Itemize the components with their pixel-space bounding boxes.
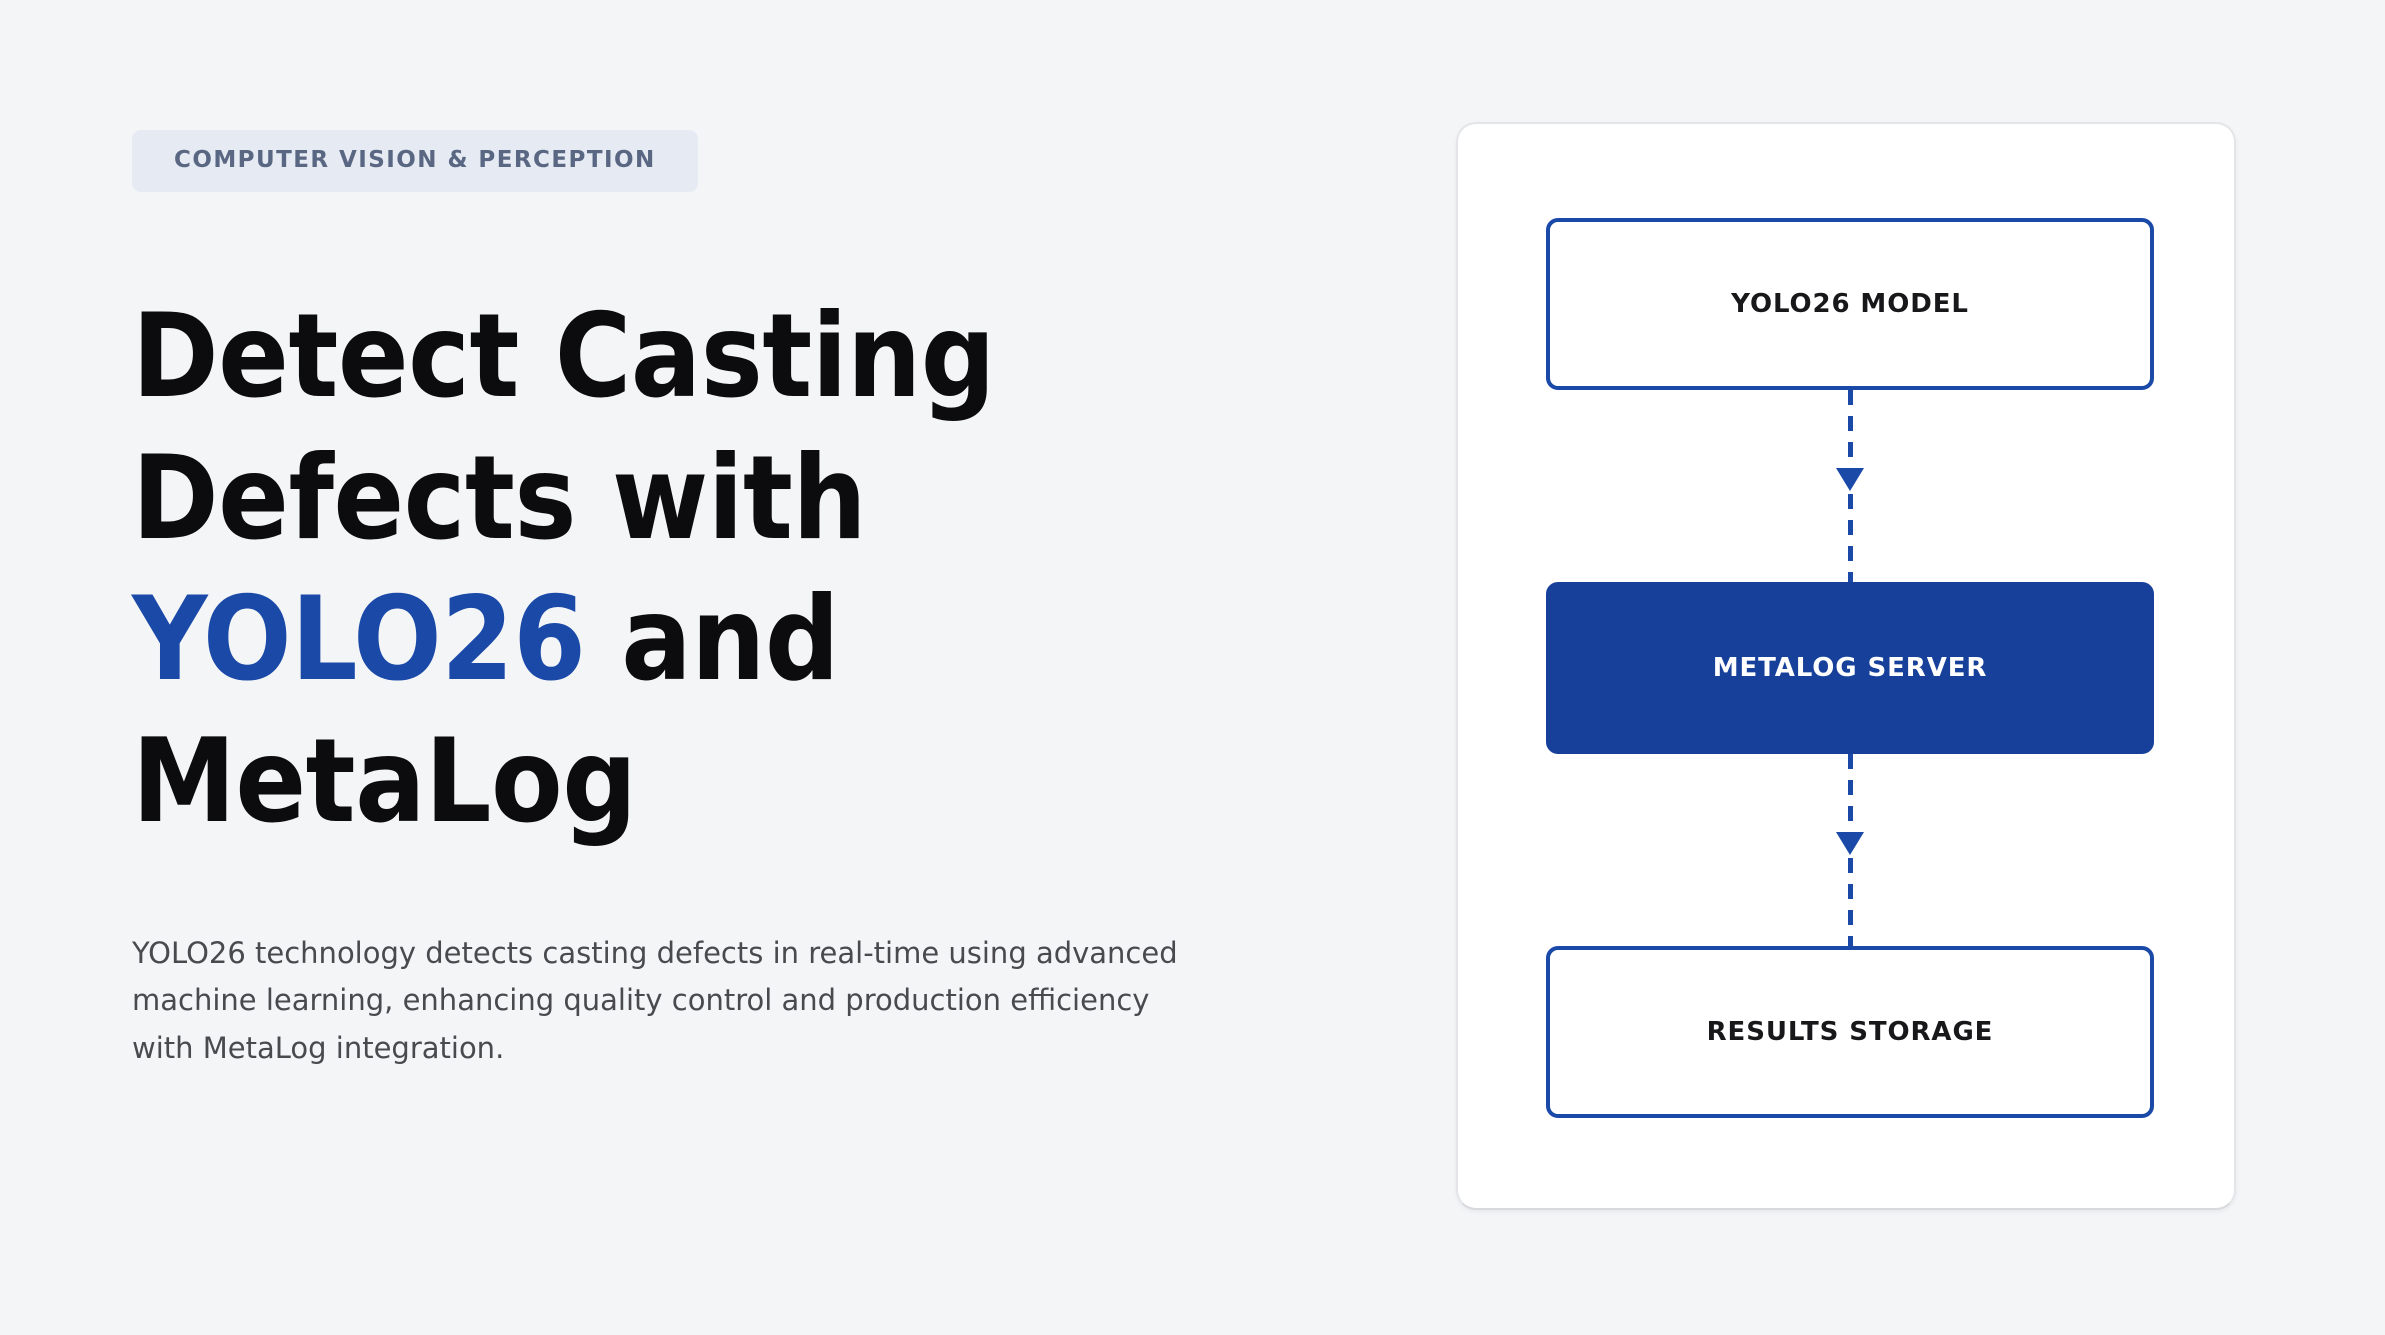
title-line-2: Defects with bbox=[132, 430, 867, 566]
title-line-1: Detect Casting bbox=[132, 289, 996, 424]
title-after-highlight: and bbox=[621, 572, 840, 708]
arrow-down-icon bbox=[1836, 468, 1864, 491]
flow-connector-2 bbox=[1836, 754, 1864, 946]
flow-diagram: YOLO26 MODEL METALOG SERVER RESULTS STOR… bbox=[1546, 218, 2154, 1118]
title-line-4: MetaLog bbox=[132, 713, 637, 849]
title-highlight-yolo26: YOLO26 bbox=[132, 572, 622, 708]
flow-connector-1 bbox=[1836, 390, 1864, 582]
category-badge: COMPUTER VISION & PERCEPTION bbox=[132, 130, 698, 192]
architecture-diagram-card: YOLO26 MODEL METALOG SERVER RESULTS STOR… bbox=[1456, 122, 2236, 1210]
hero-text-column: COMPUTER VISION & PERCEPTION Detect Cast… bbox=[132, 130, 1312, 1072]
arrow-down-icon bbox=[1836, 832, 1864, 855]
flow-node-results-storage[interactable]: RESULTS STORAGE bbox=[1546, 946, 2154, 1118]
flow-node-yolo26-model[interactable]: YOLO26 MODEL bbox=[1546, 218, 2154, 390]
hero-description: YOLO26 technology detects casting defect… bbox=[132, 936, 1178, 1065]
flow-node-metalog-server[interactable]: METALOG SERVER bbox=[1546, 582, 2154, 754]
